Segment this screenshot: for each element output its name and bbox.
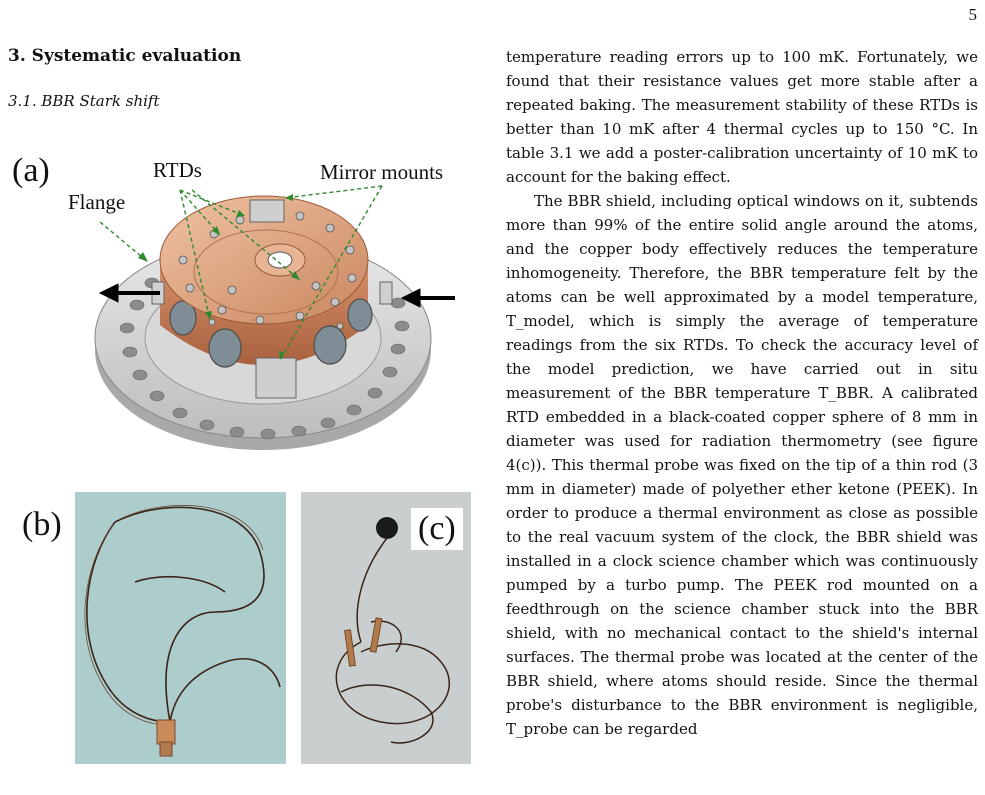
panel-b-label: (b) — [22, 506, 62, 543]
body-text-column: temperature reading errors up to 100 mK.… — [506, 45, 978, 741]
figure-b-rtd-photo — [75, 492, 286, 764]
section-heading: 3. Systematic evaluation — [8, 46, 242, 66]
page-number: 5 — [968, 5, 978, 24]
body-paragraph-2: The BBR shield, including optical window… — [506, 192, 978, 738]
panel-c-label: (c) — [411, 508, 463, 550]
body-paragraph-1: temperature reading errors up to 100 mK.… — [506, 48, 978, 186]
subsection-heading: 3.1. BBR Stark shift — [8, 92, 160, 110]
panel-a-label: (a) — [12, 152, 50, 189]
figure-a-bbr-shield-drawing — [94, 185, 455, 450]
mirror-mounts-callout: Mirror mounts — [320, 160, 444, 184]
rtds-callout: RTDs — [153, 158, 202, 182]
flange-callout: Flange — [68, 190, 126, 214]
